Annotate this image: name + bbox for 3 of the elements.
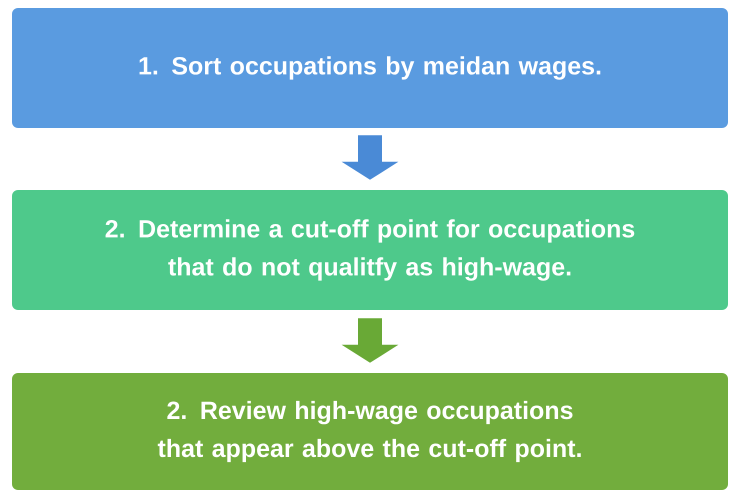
step-box: 2. Determine a cut-off point for occupations that do not qualitfy as high-wage.: [12, 190, 728, 310]
step-box: 2. Review high-wage occupations that appear above the cut-off point.: [12, 373, 728, 490]
step-box: 1. Sort occupations by meidan wages.: [12, 8, 728, 128]
